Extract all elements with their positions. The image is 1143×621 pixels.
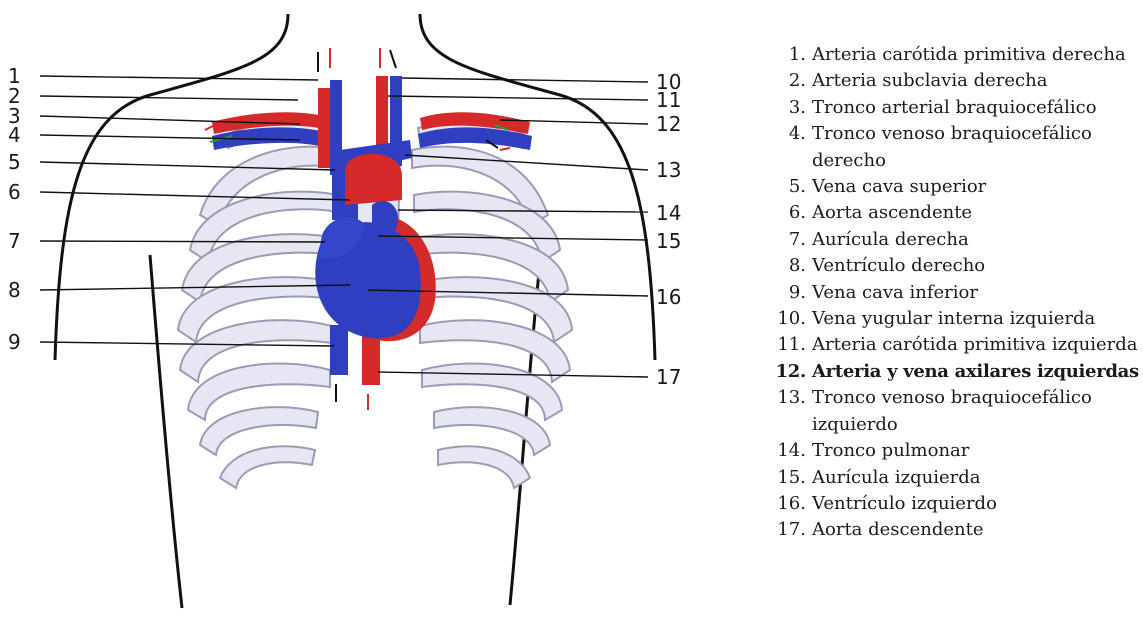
legend-text: Vena yugular interna izquierda	[812, 306, 1142, 332]
callout-number-14: 14	[656, 203, 681, 223]
callout-number-1: 1	[8, 66, 21, 86]
legend-item-7: 7.Aurícula derecha	[752, 227, 1142, 253]
legend-text: Tronco arterial braquiocefálico	[812, 95, 1142, 121]
legend-item-1: 1.Arteria carótida primitiva derecha	[752, 42, 1142, 68]
anatomy-figure: 1 2 3 4 5 6 7 8 9 10 11 12 13 14 15 16 1…	[0, 0, 760, 621]
legend-text: Arteria y vena axilares izquierdas	[812, 359, 1142, 385]
callout-number-4: 4	[8, 125, 21, 145]
legend-item-12: 12.Arteria y vena axilares izquierdas	[752, 359, 1142, 385]
legend-item-6: 6.Aorta ascendente	[752, 200, 1142, 226]
legend-number: 9.	[752, 280, 812, 306]
legend-number: 7.	[752, 227, 812, 253]
legend-list: 1.Arteria carótida primitiva derecha 2.A…	[752, 42, 1142, 544]
legend-text: Arteria subclavia derecha	[812, 68, 1142, 94]
legend-text: Ventrículo derecho	[812, 253, 1142, 279]
legend-text: Aurícula derecha	[812, 227, 1142, 253]
legend-item-15: 15.Aurícula izquierda	[752, 465, 1142, 491]
legend-number: 1.	[752, 42, 812, 68]
legend-text: Tronco venoso braquiocefálico derecho	[812, 121, 1142, 174]
legend-text: Ventrículo izquierdo	[812, 491, 1142, 517]
legend-item-4: 4.Tronco venoso braquiocefálico derecho	[752, 121, 1142, 174]
legend-number: 15.	[752, 465, 812, 491]
callout-number-6: 6	[8, 182, 21, 202]
callout-number-11: 11	[656, 90, 681, 110]
legend-text: Aorta ascendente	[812, 200, 1142, 226]
legend-item-17: 17.Aorta descendente	[752, 517, 1142, 543]
legend-number: 4.	[752, 121, 812, 147]
heart	[315, 201, 435, 341]
callout-number-16: 16	[656, 287, 681, 307]
callout-number-17: 17	[656, 367, 681, 387]
callout-number-7: 7	[8, 231, 21, 251]
callout-number-2: 2	[8, 86, 21, 106]
body-outline-left	[55, 14, 288, 360]
legend-number: 10.	[752, 306, 812, 332]
legend-number: 5.	[752, 174, 812, 200]
legend-item-13: 13.Tronco venoso braquiocefálico izquier…	[752, 385, 1142, 438]
legend-item-11: 11.Arteria carótida primitiva izquierda	[752, 332, 1142, 358]
legend-number: 12.	[752, 359, 812, 385]
callout-number-12: 12	[656, 114, 681, 134]
callout-number-8: 8	[8, 280, 21, 300]
callout-number-15: 15	[656, 231, 681, 251]
callout-number-9: 9	[8, 332, 21, 352]
legend-text: Vena cava inferior	[812, 280, 1142, 306]
legend-number: 16.	[752, 491, 812, 517]
legend-item-5: 5.Vena cava superior	[752, 174, 1142, 200]
legend-number: 13.	[752, 385, 812, 411]
legend-text: Aurícula izquierda	[812, 465, 1142, 491]
legend-text: Vena cava superior	[812, 174, 1142, 200]
callout-number-13: 13	[656, 160, 681, 180]
legend-item-8: 8.Ventrículo derecho	[752, 253, 1142, 279]
legend-number: 8.	[752, 253, 812, 279]
legend-item-2: 2.Arteria subclavia derecha	[752, 68, 1142, 94]
legend-text: Arteria carótida primitiva izquierda	[812, 332, 1142, 358]
thorax-illustration	[0, 0, 760, 621]
arm-line-left	[150, 255, 182, 608]
legend-item-10: 10.Vena yugular interna izquierda	[752, 306, 1142, 332]
legend-text: Aorta descendente	[812, 517, 1142, 543]
callout-number-5: 5	[8, 152, 21, 172]
legend-number: 11.	[752, 332, 812, 358]
legend-item-14: 14.Tronco pulmonar	[752, 438, 1142, 464]
legend-item-16: 16.Ventrículo izquierdo	[752, 491, 1142, 517]
legend-item-9: 9.Vena cava inferior	[752, 280, 1142, 306]
legend-number: 2.	[752, 68, 812, 94]
legend-text: Tronco pulmonar	[812, 438, 1142, 464]
legend-number: 14.	[752, 438, 812, 464]
legend-text: Tronco venoso braquiocefálico izquierdo	[812, 385, 1142, 438]
legend-number: 17.	[752, 517, 812, 543]
legend-text: Arteria carótida primitiva derecha	[812, 42, 1142, 68]
legend-number: 3.	[752, 95, 812, 121]
legend-item-3: 3.Tronco arterial braquiocefálico	[752, 95, 1142, 121]
legend-number: 6.	[752, 200, 812, 226]
